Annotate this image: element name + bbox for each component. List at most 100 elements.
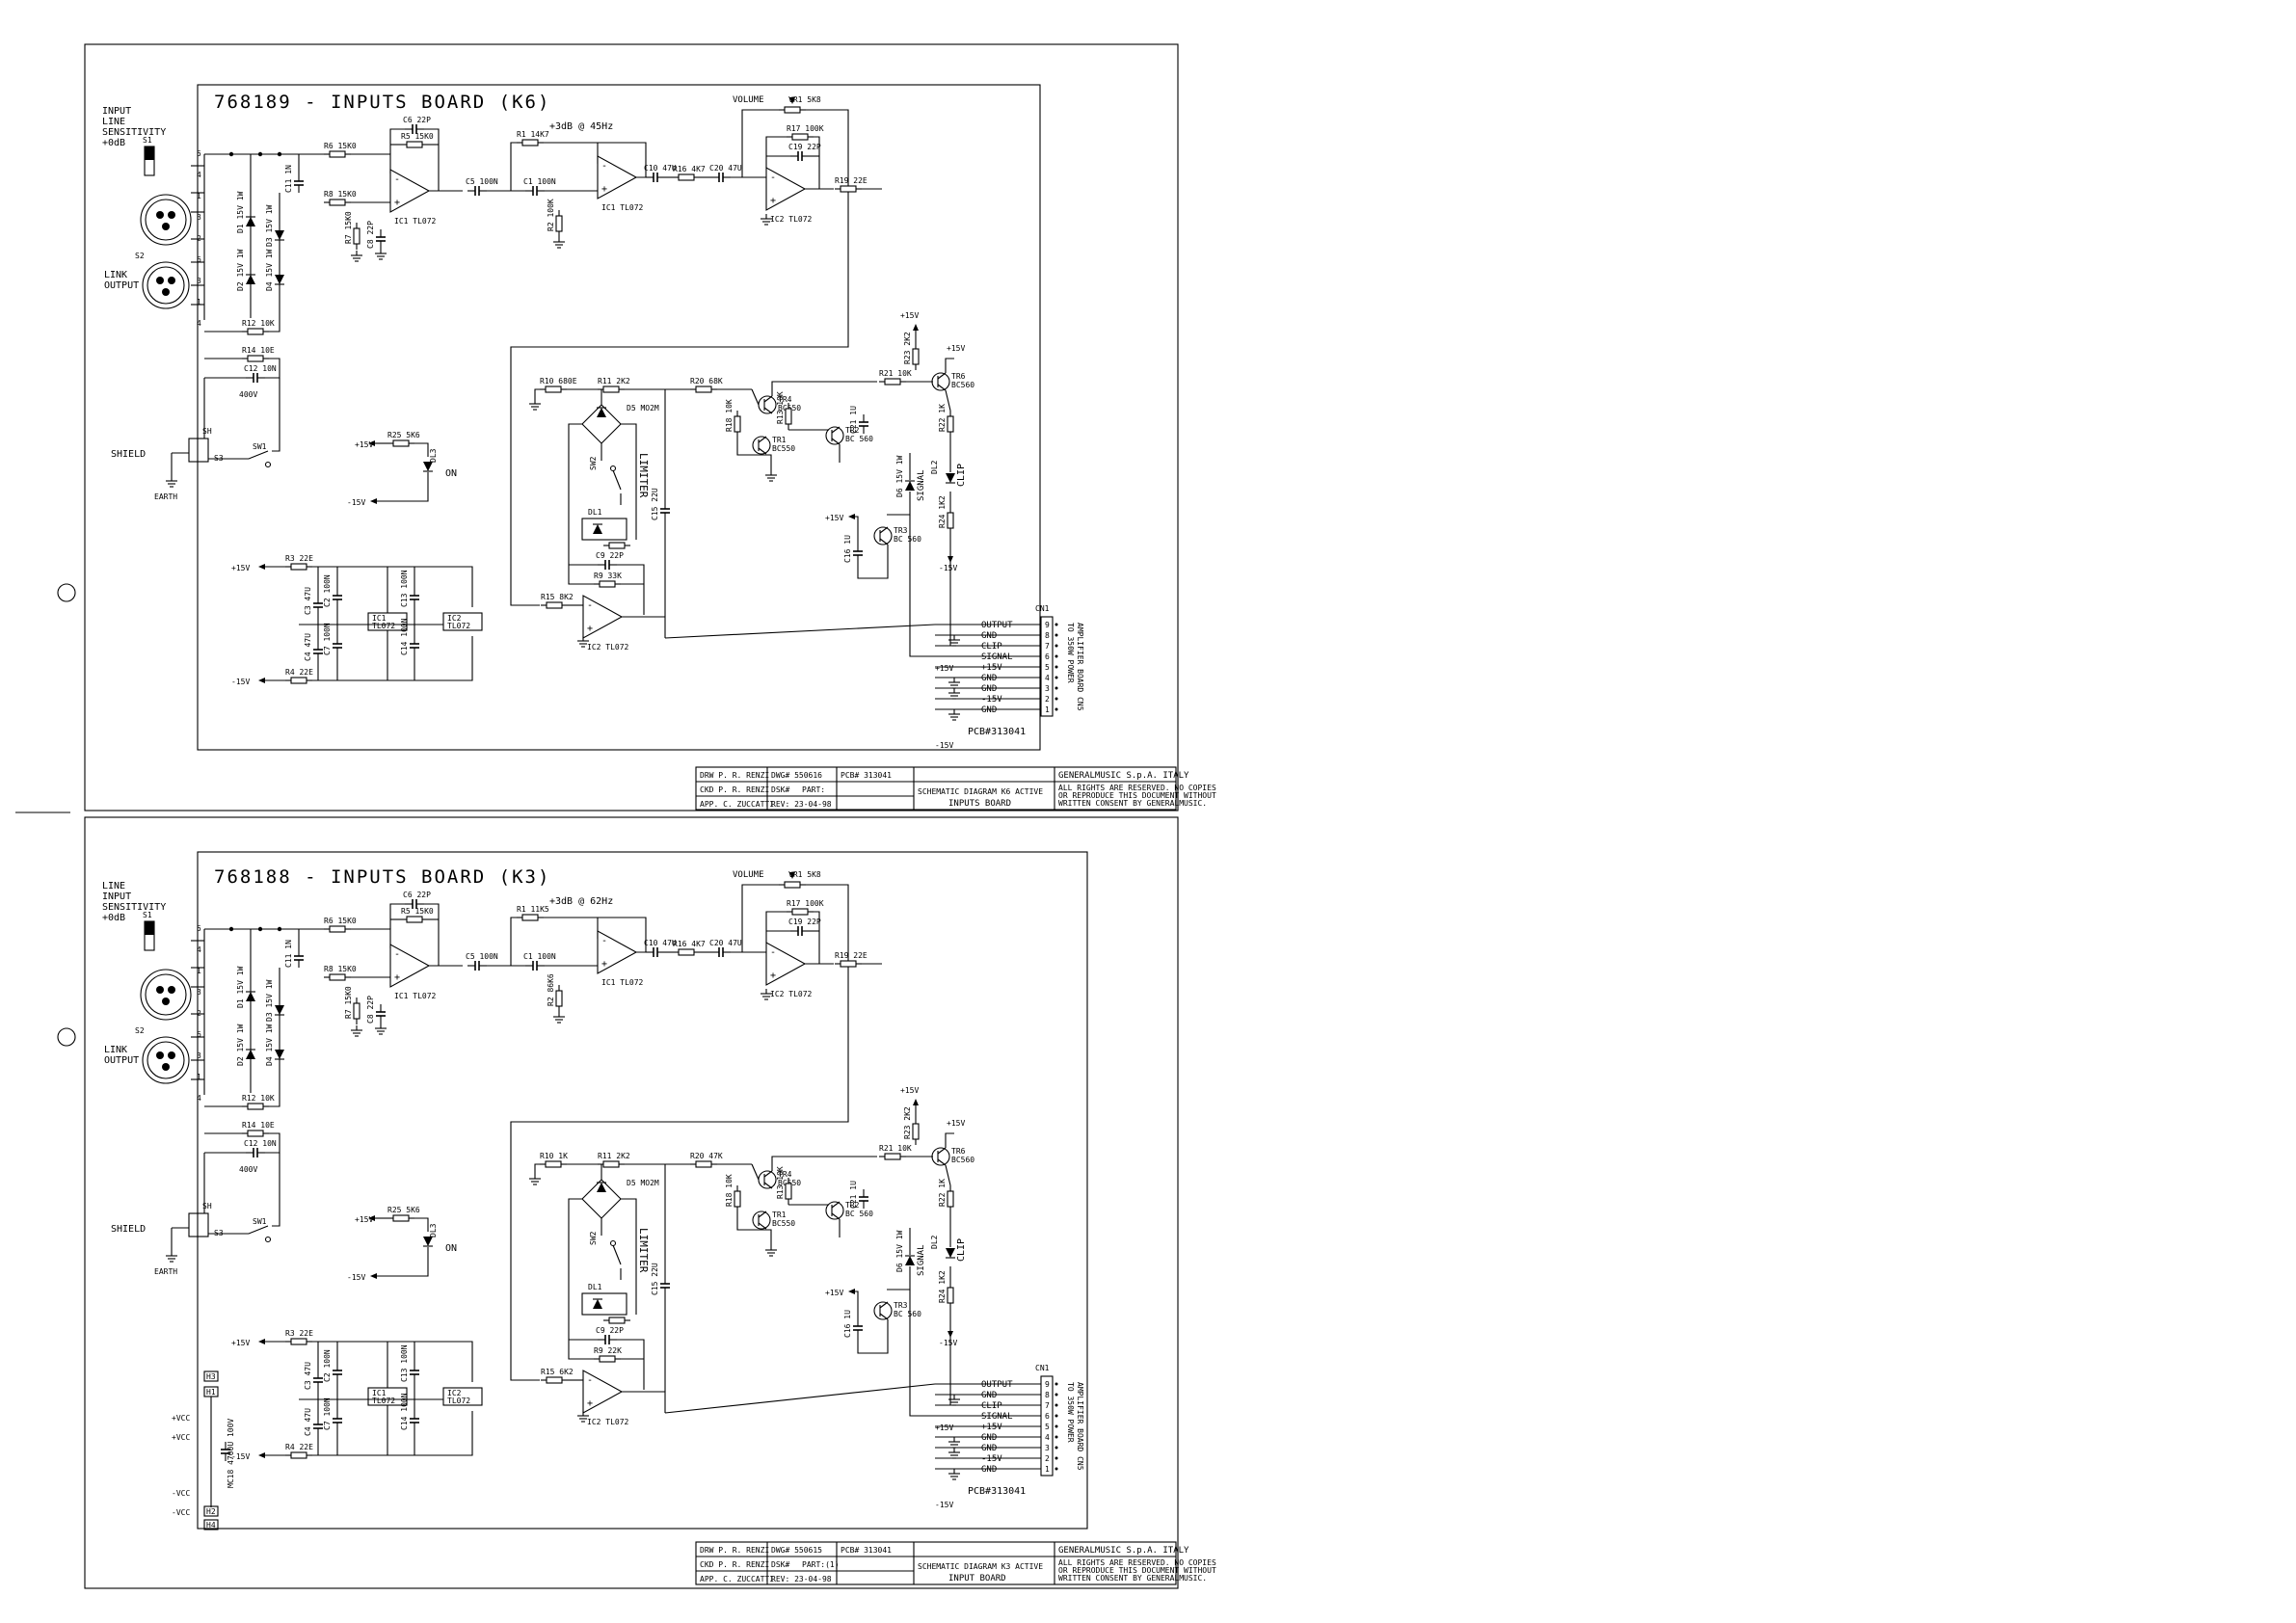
sensitivity-switch-lever — [145, 921, 154, 935]
feedback-wire — [598, 917, 647, 953]
diode-label: D1 15V 1W — [236, 966, 245, 1008]
junction-dot — [257, 926, 263, 932]
transistor-label: TR2 — [845, 1201, 860, 1210]
resistor — [406, 916, 423, 923]
title-block-rights: ALL RIGHTS ARE RESERVED. NO COPIES — [1058, 1558, 1216, 1567]
title-block-company: GENERALMUSIC S.p.A. ITALY — [1058, 1546, 1189, 1556]
xlr-input-connector-inner — [145, 199, 187, 241]
cn1-pin — [1055, 623, 1058, 626]
switch-label: SW2 — [589, 1231, 598, 1245]
pin-number: 4 — [197, 171, 201, 179]
transistor-label: BC 560 — [894, 535, 921, 544]
punch-hole-top — [57, 583, 76, 602]
opamp-pin-sign: - — [394, 174, 400, 185]
cn1-pin — [1055, 1403, 1058, 1407]
cn1-pin-label: -15V — [981, 695, 1002, 705]
transistor-label: TR2 — [845, 426, 860, 435]
link-output-label: OUTPUT — [104, 280, 139, 291]
transistor-label: BC560 — [951, 381, 974, 389]
transistor-collector — [763, 395, 773, 403]
opamp — [765, 942, 807, 986]
power-rail — [312, 1411, 473, 1456]
xlr-pin — [162, 223, 170, 230]
transistor-label: BC560 — [951, 1156, 974, 1164]
wire — [945, 1164, 951, 1186]
cn1-pin — [1055, 697, 1058, 701]
opamp-pin-sign: + — [587, 624, 593, 634]
sheet-k3: 768188 - INPUTS BOARD (K3)LINEINPUTSENSI… — [84, 816, 1216, 1589]
diode-label: D6 15V 1W — [895, 1230, 904, 1272]
resistor — [353, 227, 360, 245]
schematic-title: 768188 - INPUTS BOARD (K3) — [214, 866, 550, 888]
resistor-label: R18 10K — [725, 1174, 734, 1207]
transistor-collector — [879, 1301, 889, 1309]
resistor-label: R11 2K2 — [598, 377, 630, 386]
link-output-label: LINK — [104, 1045, 127, 1055]
diode — [946, 1248, 955, 1258]
capacitor-label: C9 22P — [596, 551, 624, 560]
resistor — [353, 1002, 360, 1020]
wire — [510, 917, 517, 966]
xlr-input-connector — [140, 194, 192, 246]
transistor-emitter — [763, 1182, 773, 1189]
wire — [414, 442, 429, 457]
cn1-pin-number: 5 — [1045, 663, 1050, 672]
transistor-emitter — [831, 438, 841, 445]
wire — [664, 1383, 936, 1414]
xlr-pin — [168, 211, 175, 219]
resistor-label: R15 8K2 — [541, 593, 574, 601]
resistor — [947, 415, 954, 433]
resistor-label: R18 10K — [725, 399, 734, 432]
link-output-label: OUTPUT — [104, 1055, 139, 1066]
switch-wire — [612, 469, 622, 491]
wire — [945, 389, 951, 412]
xlr-pin — [156, 211, 164, 219]
cn1-pin-number: 7 — [1045, 1401, 1050, 1410]
ic-label: IC2 — [447, 614, 462, 623]
title-block-approved-by: APP. C. ZUCCATTI — [700, 800, 774, 809]
cn1-pin-label: -15V — [981, 1454, 1002, 1464]
title-block-description: INPUTS BOARD — [948, 799, 1011, 809]
resistor-label: R16 4K7 — [673, 165, 706, 173]
pin-number: 4 — [197, 945, 201, 954]
resistor-label: R24 1K2 — [938, 495, 947, 528]
resistor-label: R21 10K — [879, 369, 912, 378]
terminal-label: H3 — [206, 1372, 216, 1381]
switch-wire — [612, 1244, 622, 1265]
transistor — [825, 426, 844, 445]
capacitor-label: C19 22P — [788, 918, 821, 926]
transistor — [752, 436, 771, 455]
diode — [905, 481, 915, 491]
capacitor-label: C8 22P — [366, 221, 375, 249]
supply-label: +15V — [825, 1289, 843, 1297]
resistor — [392, 1214, 410, 1222]
resistor-label: R15 6K2 — [541, 1368, 574, 1376]
shield-terminal-label: SH — [202, 1202, 212, 1211]
pin-number: 4 — [197, 319, 201, 328]
opamp — [582, 595, 624, 639]
limiter-label: LIMITER — [637, 1228, 650, 1273]
resistor-label: R6 15K0 — [324, 917, 357, 925]
capacitor-label: C14 100N — [400, 1393, 409, 1430]
transistor — [752, 1211, 771, 1230]
diode — [946, 473, 955, 483]
destination-label: TO 350W POWER — [1066, 1382, 1075, 1443]
arrow-head — [913, 324, 919, 331]
resistor-label: R25 5K6 — [387, 1206, 420, 1214]
capacitor-label: C1 100N — [523, 952, 556, 961]
vcc-label: -VCC — [172, 1508, 190, 1517]
wire — [771, 381, 877, 396]
xlr-pin — [156, 1051, 164, 1059]
cn1-pin-number: 6 — [1045, 1412, 1050, 1421]
cn1-pin — [1055, 1393, 1058, 1397]
optocoupler — [581, 518, 627, 541]
wire — [534, 388, 540, 399]
cn1-pin — [1055, 1382, 1058, 1386]
wire — [568, 423, 582, 540]
resistor — [329, 150, 346, 158]
capacitor-label: C16 1U — [843, 535, 852, 563]
cn1-pin — [1055, 654, 1058, 658]
earth-label: EARTH — [154, 492, 177, 501]
diode — [423, 1237, 433, 1246]
ic-power-block — [442, 1387, 483, 1406]
